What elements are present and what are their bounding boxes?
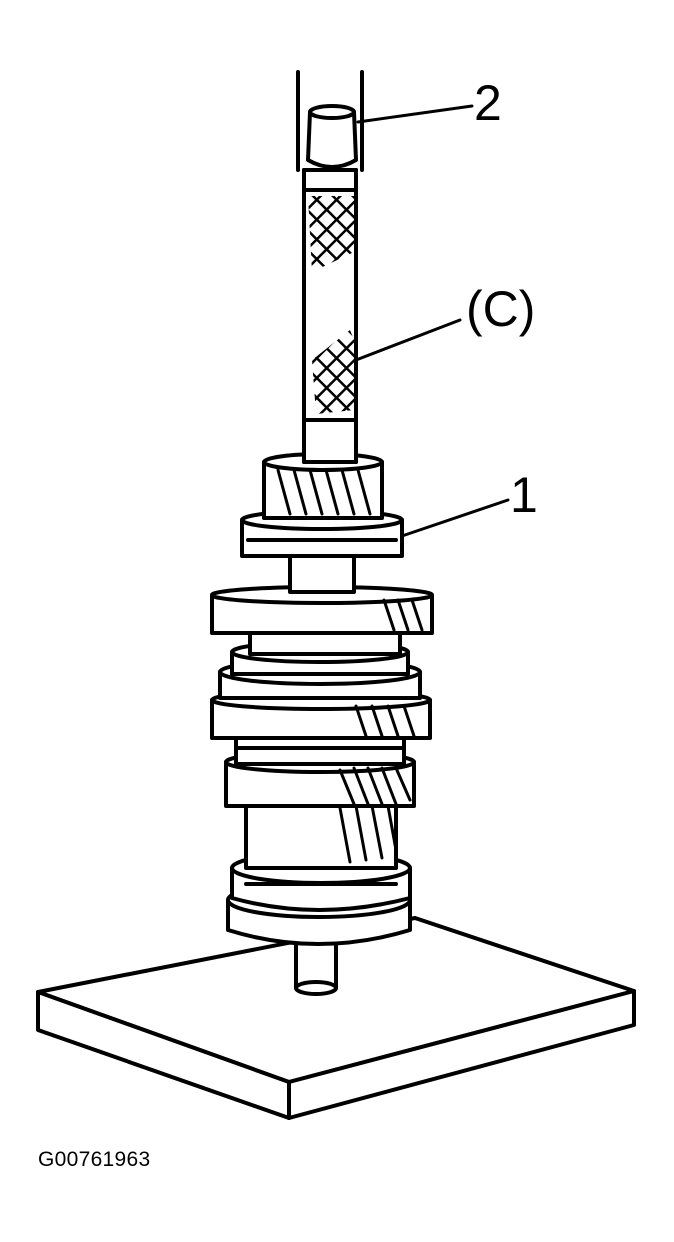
bearing-neck	[288, 554, 356, 594]
callout-c: (C)	[466, 281, 536, 337]
press-ram-2	[306, 104, 358, 169]
bottom-spigot	[294, 938, 338, 996]
spacer-rings	[218, 628, 422, 700]
callout-2: 2	[474, 75, 502, 131]
figure-id: G00761963	[38, 1148, 151, 1171]
leader-lines	[354, 104, 510, 538]
bottom-bearing	[226, 851, 412, 946]
leader-2	[356, 104, 474, 124]
callout-1: 1	[510, 467, 538, 523]
leader-c	[354, 318, 462, 362]
base-plate	[36, 916, 636, 1120]
gear-shaft-body	[244, 798, 398, 870]
leader-1	[400, 498, 510, 538]
press-tool-c	[302, 168, 358, 464]
